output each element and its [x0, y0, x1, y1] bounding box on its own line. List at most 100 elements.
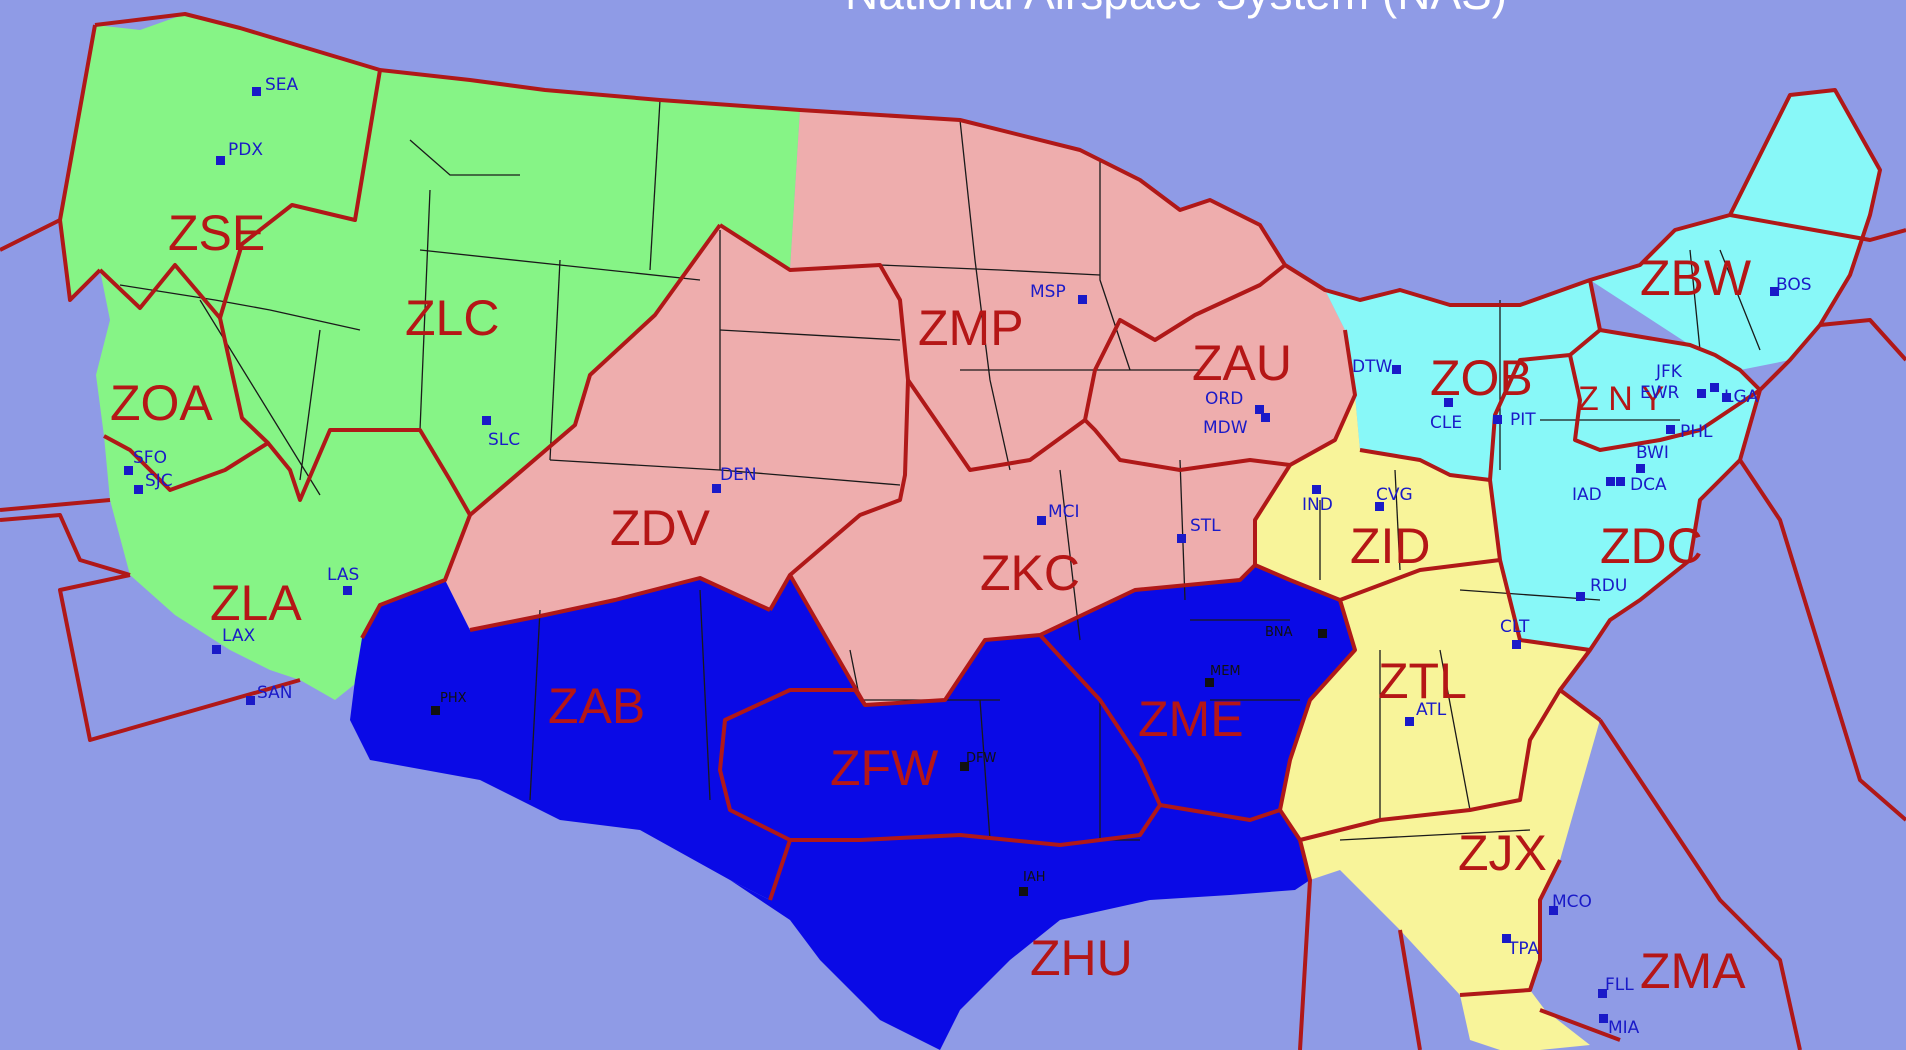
center-label-zab[interactable]: ZAB — [548, 678, 645, 734]
state-lines — [119, 99, 1761, 841]
svg-text:IAH: IAH — [1023, 870, 1046, 885]
region-zob[interactable] — [1325, 280, 1600, 480]
svg-text:BNA: BNA — [1265, 625, 1293, 640]
airport-den[interactable]: DEN — [712, 465, 757, 493]
airport-sfo[interactable]: SFO — [124, 448, 167, 475]
center-label-zlc[interactable]: ZLC — [405, 290, 499, 346]
airport-mdw[interactable]: MDW — [1203, 413, 1270, 438]
svg-text:PIT: PIT — [1510, 410, 1536, 430]
center-label-zma[interactable]: ZMA — [1640, 943, 1746, 999]
region-zjx[interactable] — [1300, 690, 1600, 995]
center-label-zhu[interactable]: ZHU — [1030, 930, 1133, 986]
airport-tpa[interactable]: TPA — [1502, 934, 1540, 959]
center-label-zid[interactable]: ZID — [1350, 518, 1431, 574]
region-zkc[interactable] — [790, 380, 1290, 705]
airport-sjc[interactable]: SJC — [134, 471, 173, 494]
airport-slc[interactable]: SLC — [482, 416, 520, 450]
svg-text:MIA: MIA — [1608, 1018, 1640, 1038]
region-zfw[interactable] — [720, 635, 1160, 845]
region-ztl[interactable] — [1280, 560, 1590, 840]
region-zse[interactable] — [60, 14, 380, 318]
airport-bwi[interactable]: BWI — [1636, 443, 1669, 473]
airport-iah[interactable]: IAH — [1019, 870, 1046, 896]
center-boundaries — [0, 12, 1906, 1050]
region-zla[interactable] — [104, 430, 470, 700]
center-label-zau[interactable]: ZAU — [1192, 335, 1292, 391]
airport-cle[interactable]: CLE — [1430, 398, 1462, 433]
svg-text:FLL: FLL — [1605, 975, 1634, 995]
region-zab[interactable] — [350, 575, 865, 900]
center-label-zny[interactable]: Z N Y — [1578, 380, 1664, 418]
airport-mia[interactable]: MIA — [1599, 1014, 1640, 1038]
region-zau[interactable] — [1085, 265, 1355, 470]
center-label-zkc[interactable]: ZKC — [980, 545, 1080, 601]
region-zmp[interactable] — [790, 110, 1285, 470]
airport-san[interactable]: SAN — [246, 683, 292, 705]
svg-text:BWI: BWI — [1636, 443, 1669, 463]
svg-text:DTW: DTW — [1352, 357, 1392, 377]
airport-mem[interactable]: MEM — [1205, 664, 1241, 687]
center-label-zme[interactable]: ZME — [1138, 691, 1244, 747]
airport-lga[interactable]: LGA — [1722, 387, 1759, 407]
airport-iad[interactable]: IAD — [1572, 477, 1615, 505]
region-zdv[interactable] — [445, 225, 908, 630]
airport-mci[interactable]: MCI — [1037, 502, 1080, 525]
region-zma[interactable] — [1460, 990, 1590, 1050]
center-label-zse[interactable]: ZSE — [168, 205, 265, 261]
svg-text:PHL: PHL — [1680, 422, 1713, 442]
airport-pdx[interactable]: PDX — [216, 140, 263, 165]
airport-clt[interactable]: CLT — [1500, 617, 1530, 649]
airport-ord[interactable]: ORD — [1205, 389, 1264, 414]
airport-pit[interactable]: PIT — [1493, 410, 1536, 430]
svg-text:LAX: LAX — [222, 626, 255, 646]
airport-jfk[interactable]: JFK — [1655, 362, 1719, 392]
region-zme[interactable] — [1040, 565, 1355, 820]
svg-text:ORD: ORD — [1205, 389, 1243, 409]
airport-msp[interactable]: MSP — [1030, 282, 1087, 304]
airport-dfw[interactable]: DFW — [960, 751, 996, 771]
svg-text:PHX: PHX — [440, 691, 467, 706]
center-label-zmp[interactable]: ZMP — [918, 300, 1024, 356]
svg-text:RDU: RDU — [1590, 576, 1627, 596]
region-zhu[interactable] — [730, 805, 1310, 1050]
svg-text:SEA: SEA — [265, 75, 299, 95]
center-label-zfw[interactable]: ZFW — [830, 740, 939, 796]
region-zbw[interactable] — [1590, 90, 1880, 370]
airport-fll[interactable]: FLL — [1598, 975, 1634, 998]
airport-sea[interactable]: SEA — [252, 75, 299, 96]
svg-text:LGA: LGA — [1724, 387, 1759, 407]
airport-lax[interactable]: LAX — [212, 626, 255, 654]
svg-text:DCA: DCA — [1630, 475, 1667, 495]
airport-dca[interactable]: DCA — [1616, 475, 1667, 495]
center-label-zdv[interactable]: ZDV — [610, 500, 711, 556]
svg-text:SAN: SAN — [257, 683, 292, 703]
airport-stl[interactable]: STL — [1177, 516, 1221, 543]
center-label-zjx[interactable]: ZJX — [1458, 825, 1547, 881]
svg-text:SFO: SFO — [133, 448, 167, 468]
svg-text:BOS: BOS — [1776, 275, 1812, 295]
airport-bos[interactable]: BOS — [1770, 275, 1812, 296]
svg-text:LAS: LAS — [327, 565, 359, 585]
airport-phl[interactable]: PHL — [1666, 422, 1713, 442]
region-zid[interactable] — [1255, 395, 1500, 600]
center-label-zdc[interactable]: ZDC — [1600, 518, 1703, 574]
airport-bna[interactable]: BNA — [1265, 625, 1327, 640]
airport-atl[interactable]: ATL — [1405, 700, 1447, 726]
center-label-zla[interactable]: ZLA — [210, 575, 302, 631]
center-label-ztl[interactable]: ZTL — [1378, 653, 1467, 709]
center-label-zbw[interactable]: ZBW — [1640, 250, 1752, 306]
region-zoa[interactable] — [96, 265, 268, 490]
svg-text:TPA: TPA — [1507, 939, 1540, 959]
airport-mco[interactable]: MCO — [1549, 892, 1592, 915]
svg-text:IND: IND — [1302, 495, 1333, 515]
airport-ewr[interactable]: EWR — [1640, 383, 1706, 403]
airport-cvg[interactable]: CVG — [1375, 485, 1413, 511]
region-zdc[interactable] — [1490, 355, 1760, 650]
center-label-zoa[interactable]: ZOA — [110, 375, 213, 431]
airport-ind[interactable]: IND — [1302, 485, 1333, 515]
airport-phx[interactable]: PHX — [431, 691, 467, 715]
center-label-zob[interactable]: ZOB — [1430, 350, 1533, 406]
airport-rdu[interactable]: RDU — [1576, 576, 1627, 601]
airport-las[interactable]: LAS — [327, 565, 359, 595]
airport-dtw[interactable]: DTW — [1352, 357, 1401, 377]
